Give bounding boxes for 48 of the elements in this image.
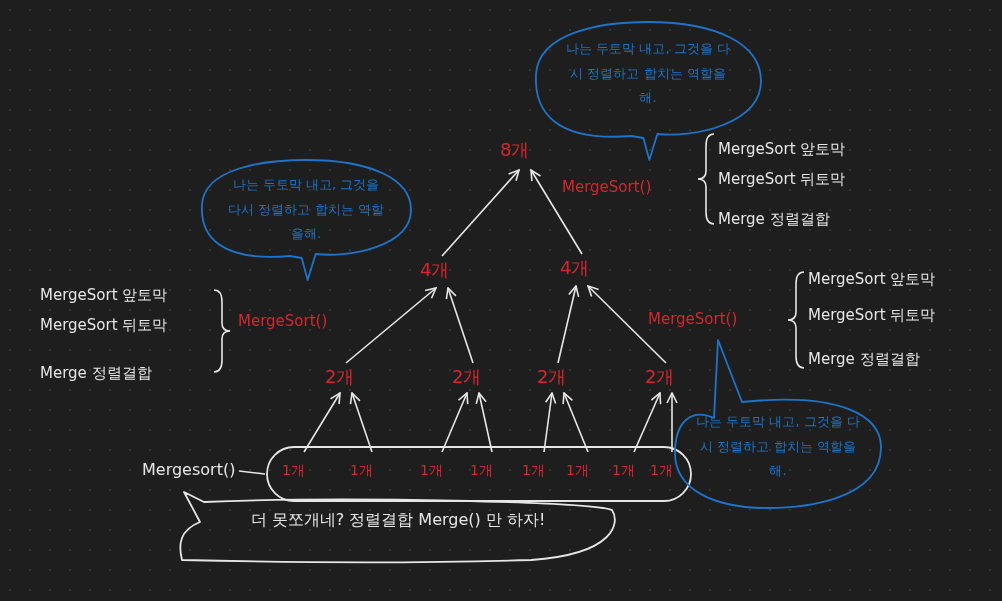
- arrow: [349, 392, 373, 453]
- arrow: [345, 287, 437, 364]
- text-label: Merge 정렬결합: [40, 364, 152, 383]
- count-label: 4개: [420, 258, 450, 282]
- count-label: 1개: [350, 462, 373, 480]
- arrow: [530, 169, 583, 255]
- speech-text: 더 못쪼개네? 정렬결합 Merge() 만 하자!: [249, 510, 547, 531]
- arrow: [441, 392, 469, 453]
- count-label: 1개: [566, 462, 589, 480]
- speech-text: 나는 두토막 내고, 그것을 다시 정렬하고 합치는 역할을해.: [565, 40, 731, 108]
- speech-bubble: [198, 158, 414, 282]
- arrow: [666, 392, 678, 453]
- count-label: 1개: [650, 462, 673, 480]
- count-label: 2개: [645, 365, 675, 389]
- arrow: [441, 169, 520, 257]
- arrow: [475, 392, 493, 453]
- text-label: MergeSort 앞토막: [808, 270, 936, 289]
- text-label: MergeSort 뒤토막: [718, 170, 846, 189]
- text-label: MergeSort 앞토막: [718, 140, 846, 159]
- arrow: [587, 285, 667, 364]
- count-label: 1개: [522, 462, 545, 480]
- speech-text: 나는 두토막 내고, 그것을 다시 정렬하고 합치는 역할을해.: [695, 413, 861, 481]
- count-label: 8개: [500, 138, 530, 162]
- text-label: Merge 정렬결합: [718, 210, 830, 229]
- speech-text: 나는 두토막 내고, 그것을 다시 정렬하고 합치는 역할을해.: [228, 175, 384, 244]
- count-label: 1개: [612, 462, 635, 480]
- count-label: 2개: [325, 365, 355, 389]
- text-label: MergeSort 앞토막: [40, 286, 168, 305]
- count-label: 1개: [470, 462, 493, 480]
- text-label: Merge 정렬결합: [808, 350, 920, 369]
- count-label: 1개: [420, 462, 443, 480]
- function-label: MergeSort(): [562, 178, 652, 196]
- text-label: MergeSort 뒤토막: [40, 316, 168, 335]
- arrow: [445, 287, 474, 364]
- count-label: 4개: [560, 256, 590, 280]
- connector-line: [238, 470, 266, 475]
- arrow: [557, 285, 580, 364]
- arrow: [543, 392, 557, 453]
- function-label: MergeSort(): [648, 310, 738, 328]
- count-label: 2개: [452, 365, 482, 389]
- arrow: [633, 392, 662, 453]
- arrow: [303, 392, 341, 453]
- text-label: MergeSort 뒤토막: [808, 306, 936, 325]
- arrow: [562, 392, 589, 453]
- count-label: 2개: [537, 365, 567, 389]
- function-label: MergeSort(): [238, 312, 328, 330]
- count-label: 1개: [282, 462, 305, 480]
- function-label: Mergesort(): [142, 460, 236, 479]
